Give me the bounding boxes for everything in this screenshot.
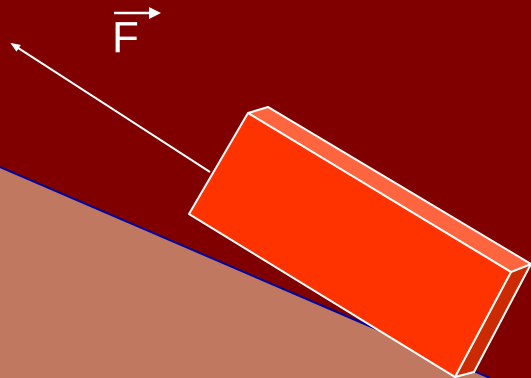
vector-arrow-head: [149, 7, 161, 19]
block: [188, 106, 531, 378]
block-front-face: [188, 112, 512, 378]
force-label-group: F: [112, 7, 161, 62]
force-label: F: [112, 13, 139, 62]
force-arrow: [10, 42, 211, 173]
